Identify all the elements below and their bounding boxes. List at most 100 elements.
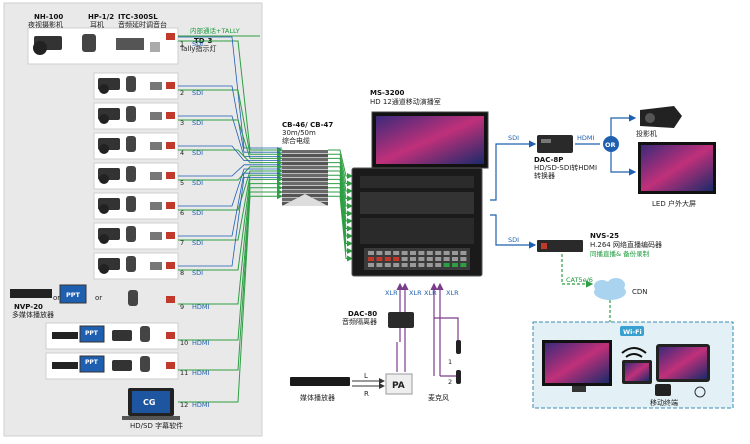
signal-line [178, 184, 283, 341]
channel-number: 12 [180, 401, 188, 409]
channel-number: 6 [180, 209, 184, 217]
switcher-key [368, 251, 374, 255]
nvp-label: NVP-20 [14, 303, 43, 311]
xlr-label-4: XLR [446, 289, 459, 297]
nvs-note-label: 同播直播& 备份录制 [590, 249, 650, 258]
td3-sublabel: Tally指示灯 [179, 44, 216, 53]
return-line [178, 164, 282, 177]
player-device-icon [52, 332, 78, 339]
tally-red-icon [166, 82, 175, 89]
tally-red-icon [166, 33, 175, 40]
player-device-icon [52, 362, 78, 369]
switcher-key [384, 251, 391, 255]
return-line [178, 168, 282, 207]
nvs-desc-label: H.264 网络直播编码器 [590, 240, 662, 249]
nvp20-device [10, 284, 87, 304]
tally-red-icon [166, 172, 175, 179]
switcher-key [401, 263, 408, 267]
switcher-key [368, 257, 374, 261]
nh100-label: NH-100 [34, 13, 63, 21]
switcher-input-line [328, 166, 353, 209]
channel-type: SDI [192, 89, 203, 97]
switcher-input-line [328, 170, 353, 217]
switcher-key [376, 251, 383, 255]
wifi-badge [620, 326, 644, 336]
channel-type: HDMI [192, 303, 210, 311]
switcher-input-line [328, 149, 353, 179]
dac8p-desc2-label: 转换器 [534, 171, 555, 180]
cable-segment [282, 162, 328, 166]
tally-red-icon [166, 262, 175, 269]
cable-desc-label: 综合电缆 [282, 136, 310, 145]
cable-segment [282, 158, 328, 162]
nh100-sublabel: 夜视摄影机 [28, 20, 63, 29]
microphones [456, 340, 461, 384]
projector-device [640, 106, 682, 128]
switcher-input-line [328, 191, 353, 254]
headset-icon [126, 106, 136, 122]
tally-red-icon [166, 362, 175, 369]
switcher-key [393, 257, 400, 261]
return-line [178, 172, 282, 237]
switcher-input-line [328, 157, 353, 194]
channel-type: HDMI [192, 369, 210, 377]
switcher-key [418, 257, 425, 261]
channel-number: 1 [180, 40, 184, 48]
switcher-key [410, 263, 416, 267]
tally-icon [150, 112, 162, 120]
tally-icon [150, 232, 162, 240]
camera-lens-icon [99, 174, 109, 184]
switcher-input-line [328, 178, 353, 232]
cat-label: CAT5e/6 [566, 276, 593, 284]
cable-segment [282, 178, 328, 182]
switcher-key [418, 251, 425, 255]
channel-type: SDI [192, 179, 203, 187]
channel-number: 7 [180, 239, 184, 247]
camera-lens-icon [99, 84, 109, 94]
tally-red-icon [166, 112, 175, 119]
switcher-key [452, 257, 458, 261]
nvp-or2-label: or [95, 294, 102, 302]
projector-label: 投影机 [636, 129, 657, 138]
cdn-cloud [594, 278, 626, 300]
switcher-key [401, 251, 408, 255]
switcher-input-line [328, 183, 353, 239]
headset-icon [126, 196, 136, 212]
cable-bundle-end [282, 194, 328, 206]
dac8p-desc-label: HD/SD-SDI转HDMI [534, 163, 597, 172]
hp-label: HP-1/2 [88, 13, 114, 21]
switcher-key [443, 263, 450, 267]
headset-icon [126, 256, 136, 272]
or-label: OR [605, 141, 616, 149]
switcher-key [418, 263, 425, 267]
mobile-label: 移动终端 [650, 398, 678, 407]
return-line [178, 115, 282, 157]
switcher-key [460, 263, 467, 267]
return-line [178, 85, 282, 153]
ms3200-model-label: MS-3200 [370, 89, 405, 97]
channel-number: 4 [180, 149, 184, 157]
ms3200-desc-label: HD 12通道移动演播室 [370, 97, 441, 106]
dac80-device [388, 312, 414, 328]
switcher-input-line [328, 195, 353, 262]
switcher-key [426, 257, 433, 261]
signal-line [178, 180, 283, 305]
or-badge [603, 136, 619, 152]
switcher-input-line [328, 174, 353, 224]
headset-icon [140, 356, 150, 372]
switcher-key [426, 263, 433, 267]
headset-icon [126, 226, 136, 242]
switcher-input-line [328, 153, 353, 187]
channel-number: 5 [180, 179, 184, 187]
signal-line [178, 119, 283, 162]
laptop-icon [79, 325, 105, 343]
signal-line [178, 168, 283, 211]
signal-line [178, 176, 283, 271]
camera-lens-icon [99, 144, 109, 154]
mic-label: 麦克风 [428, 393, 449, 402]
switcher-input-line [328, 162, 353, 202]
dac80-model-label: DAC-80 [348, 310, 377, 318]
headset-icon [126, 136, 136, 152]
switcher-key [435, 263, 442, 267]
nvs25-device [537, 240, 583, 252]
